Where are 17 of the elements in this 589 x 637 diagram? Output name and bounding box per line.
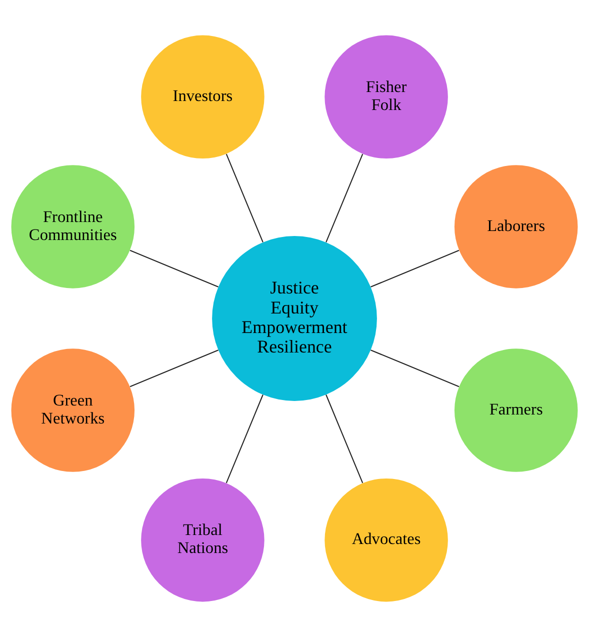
connector	[370, 350, 460, 388]
connector	[226, 154, 264, 242]
node-circle: Investors	[141, 35, 264, 159]
node-circle: Laborers	[454, 165, 578, 288]
node-circle: Justice Equity Empowerment Resilience	[212, 236, 377, 401]
node-circle: Green Networks	[11, 348, 135, 472]
connector	[326, 394, 364, 484]
connector	[226, 394, 264, 484]
node-circle: Advocates	[324, 478, 448, 602]
connector	[326, 154, 364, 242]
node-circle: Tribal Nations	[141, 478, 264, 602]
connector	[130, 350, 218, 388]
connector	[130, 250, 218, 288]
connector	[370, 250, 460, 288]
node-circle: Fisher Folk	[324, 35, 448, 159]
node-circle: Frontline Communities	[11, 165, 135, 288]
node-circle: Farmers	[454, 348, 578, 472]
